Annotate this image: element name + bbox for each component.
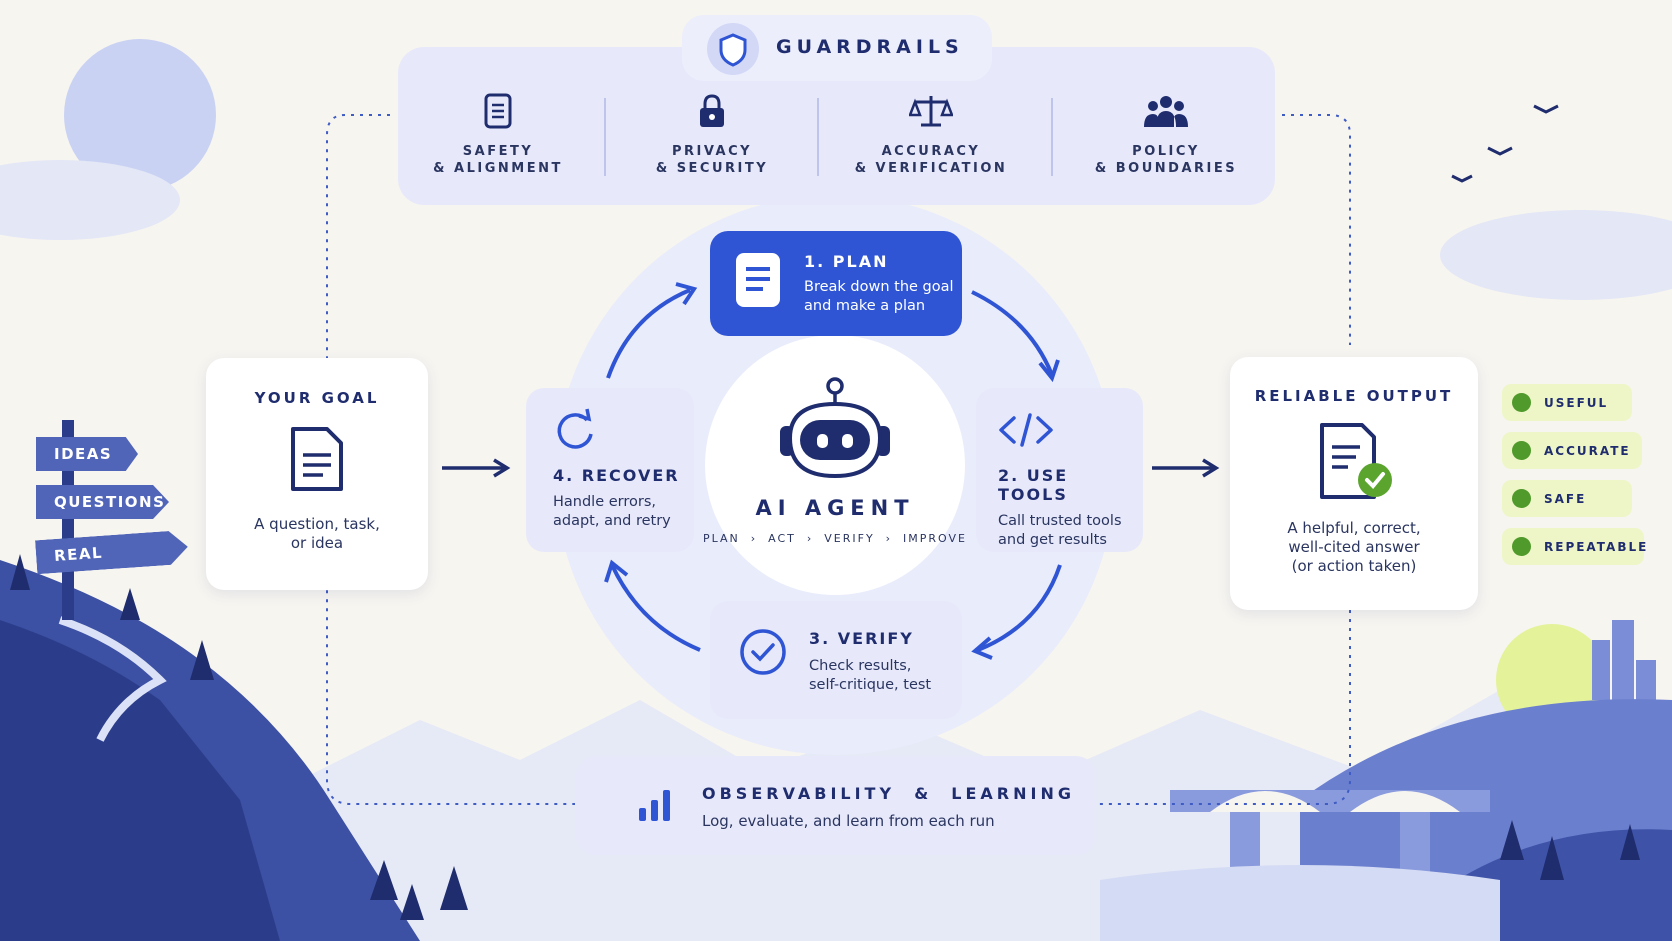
guardrail-divider (604, 98, 606, 176)
step-recover-card: 4. RECOVER Handle errors, adapt, and ret… (526, 388, 694, 552)
signpost-questions: QUESTIONS (36, 485, 169, 519)
robot-icon (780, 377, 890, 479)
observability-panel: OBSERVABILITY & LEARNING Log, evaluate, … (576, 756, 1096, 855)
checkmark-circle-icon (740, 629, 786, 675)
output-desc-line3: (or action taken) (1291, 557, 1417, 575)
guardrail-label-line1: PRIVACY (671, 144, 753, 159)
observability-desc: Log, evaluate, and learn from each run (702, 812, 995, 830)
guardrail-label-line2: & BOUNDARIES (1094, 161, 1238, 176)
document-check-icon (1320, 423, 1392, 499)
guardrail-accuracy: ACCURACY & VERIFICATION (826, 93, 1036, 177)
guardrail-divider (817, 98, 819, 176)
output-title: RELIABLE OUTPUT (1254, 387, 1454, 405)
guardrail-label-line1: SAFETY (462, 144, 534, 159)
goal-title: YOUR GOAL (254, 389, 380, 407)
step-tools-card: 2. USE TOOLS Call trusted tools and get … (976, 388, 1143, 552)
check-label: REPEATABLE (1544, 540, 1649, 554)
plan-document-icon (736, 253, 780, 307)
document-icon (291, 427, 343, 491)
guardrail-label-line2: & ALIGNMENT (433, 161, 563, 176)
code-icon (999, 413, 1053, 447)
guardrail-label-line1: POLICY (1132, 144, 1200, 159)
document-icon (484, 93, 512, 129)
people-icon (1144, 96, 1188, 127)
refresh-icon (557, 408, 593, 449)
signpost-ideas: IDEAS (36, 437, 138, 471)
shield-icon (707, 23, 759, 75)
output-desc-line1: A helpful, correct, (1287, 519, 1421, 537)
guardrail-privacy: PRIVACY & SECURITY (607, 93, 817, 177)
goal-desc-line2: or idea (290, 534, 344, 552)
guardrail-safety: SAFETY & ALIGNMENT (393, 93, 603, 177)
step-plan-title: 1. PLAN (804, 252, 889, 271)
guardrail-label-line2: & VERIFICATION (854, 161, 1008, 176)
check-useful: USEFUL (1502, 384, 1632, 421)
agent-title: AI AGENT (755, 496, 915, 520)
guardrails-title: GUARDRAILS (776, 36, 964, 58)
check-label: SAFE (1544, 492, 1587, 506)
check-label: ACCURATE (1544, 444, 1631, 458)
step-plan-desc-line1: Break down the goal (804, 279, 954, 295)
guardrail-policy: POLICY & BOUNDARIES (1061, 93, 1271, 177)
check-label: USEFUL (1544, 396, 1609, 410)
step-recover-desc-line2: adapt, and retry (553, 513, 671, 529)
bar-chart-icon (639, 790, 670, 821)
scale-icon (908, 96, 954, 127)
agent-tagline: PLAN › ACT › VERIFY › IMPROVE (702, 532, 967, 545)
lock-icon (700, 94, 724, 127)
step-verify-desc-line2: self-critique, test (809, 677, 932, 693)
guardrail-label-line1: ACCURACY (881, 144, 981, 159)
step-tools-desc-line1: Call trusted tools (998, 513, 1122, 529)
goal-card: YOUR GOAL A question, task, or idea (206, 358, 428, 590)
output-card: RELIABLE OUTPUT A helpful, correct, well… (1230, 357, 1478, 610)
check-safe: SAFE (1502, 480, 1632, 517)
step-plan-card: 1. PLAN Break down the goal and make a p… (710, 231, 962, 336)
step-recover-desc-line1: Handle errors, (553, 494, 657, 510)
check-icon (1512, 537, 1531, 556)
check-icon (1512, 489, 1531, 508)
step-plan-desc-line2: and make a plan (804, 298, 926, 314)
step-verify-desc-line1: Check results, (809, 658, 912, 674)
check-repeatable: REPEATABLE (1502, 528, 1646, 565)
step-tools-desc-line2: and get results (998, 532, 1107, 548)
output-desc-line2: well-cited answer (1288, 538, 1420, 556)
check-icon (1512, 393, 1531, 412)
step-verify-title: 3. VERIFY (809, 629, 914, 648)
observability-title: OBSERVABILITY & LEARNING (702, 784, 1075, 803)
step-recover-title: 4. RECOVER (553, 466, 680, 485)
guardrail-label-line2: & SECURITY (655, 161, 769, 176)
goal-desc-line1: A question, task, (254, 515, 380, 533)
step-verify-card: 3. VERIFY Check results, self-critique, … (710, 601, 962, 719)
guardrail-divider (1051, 98, 1053, 176)
check-accurate: ACCURATE (1502, 432, 1642, 469)
step-tools-title: 2. USE TOOLS (998, 466, 1069, 504)
check-icon (1512, 441, 1531, 460)
